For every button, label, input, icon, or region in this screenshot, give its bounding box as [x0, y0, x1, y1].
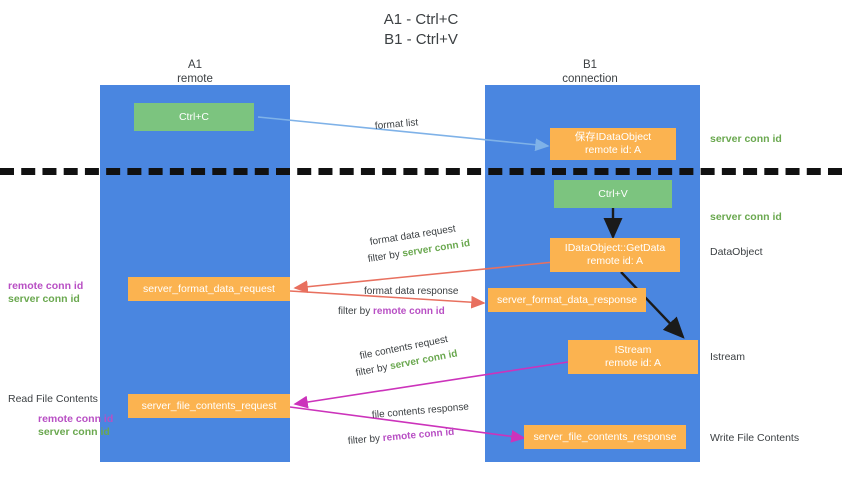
edge-label-file-contents-response-text: file contents response	[371, 401, 470, 421]
edge-label-file-contents-response: file contents response	[371, 401, 469, 423]
edge-label-format-data-response-text: format data response	[364, 286, 459, 297]
right-label-server-conn-id-mid: server conn id	[710, 211, 782, 223]
box-server-file-contents-request-label: server_file_contents_request	[141, 399, 277, 412]
left-label-server-conn-id-2: server conn id	[38, 426, 110, 438]
page-title: A1 - Ctrl+C B1 - Ctrl+V	[383, 11, 459, 48]
box-server-format-data-request-label: server_format_data_request	[143, 282, 275, 295]
box-istream-line2: remote id: A	[604, 357, 662, 369]
right-label-dataobject: DataObject	[710, 246, 763, 258]
edge-label-format-data-response: format data response	[364, 285, 459, 299]
box-server-format-data-request[interactable]: server_format_data_request	[128, 277, 290, 301]
phase-divider	[0, 168, 842, 175]
box-istream[interactable]: IStream remote id: A	[568, 340, 698, 374]
edge-label-format-data-response-filter: filter by remote conn id	[338, 305, 445, 319]
right-label-write-file-contents: Write File Contents	[710, 432, 800, 444]
box-ctrl-c-label: Ctrl+C	[178, 110, 210, 123]
right-label-server-conn-id-top: server conn id	[710, 133, 782, 145]
box-idataobject-getdata[interactable]: IDataObject::GetData remote id: A	[550, 238, 680, 272]
edge-label-format-list: format list	[374, 117, 419, 132]
box-server-format-data-response-label: server_format_data_response	[496, 293, 638, 306]
left-label-remote-conn-id-1: remote conn id	[8, 280, 84, 292]
column-header-b1: B1 connection	[562, 59, 618, 85]
column-header-a1: A1 remote	[177, 59, 213, 85]
filter-key-remote-conn-id: remote conn id	[373, 306, 445, 317]
left-label-server-conn-id-1: server conn id	[8, 293, 80, 305]
filter-prefix: filter by	[338, 306, 374, 317]
box-server-file-contents-response[interactable]: server_file_contents_response	[524, 425, 686, 449]
box-ctrl-v-label: Ctrl+V	[598, 187, 628, 200]
filter-prefix: filter by	[347, 432, 384, 447]
box-getdata-line1: IDataObject::GetData	[564, 242, 666, 254]
box-save-idataobject[interactable]: 保存IDataObject remote id: A	[550, 128, 676, 160]
edge-label-file-contents-response-filter: filter by remote conn id	[347, 426, 455, 449]
box-server-file-contents-response-label: server_file_contents_response	[533, 430, 677, 443]
box-save-idataobject-line1: 保存IDataObject	[574, 131, 652, 143]
box-save-idataobject-line2: remote id: A	[584, 144, 642, 156]
filter-key-remote-conn-id: remote conn id	[382, 426, 455, 444]
filter-prefix: filter by	[354, 361, 392, 379]
box-istream-line1: IStream	[614, 344, 652, 356]
left-label-read-file-contents: Read File Contents	[8, 393, 98, 405]
filter-prefix: filter by	[367, 248, 404, 265]
box-getdata-line2: remote id: A	[586, 255, 644, 267]
box-ctrl-c[interactable]: Ctrl+C	[134, 103, 254, 131]
box-ctrl-v[interactable]: Ctrl+V	[554, 180, 672, 208]
box-server-file-contents-request[interactable]: server_file_contents_request	[128, 394, 290, 418]
left-label-remote-conn-id-2: remote conn id	[38, 413, 114, 425]
right-label-istream: Istream	[710, 351, 746, 363]
box-server-format-data-response[interactable]: server_format_data_response	[488, 288, 646, 312]
